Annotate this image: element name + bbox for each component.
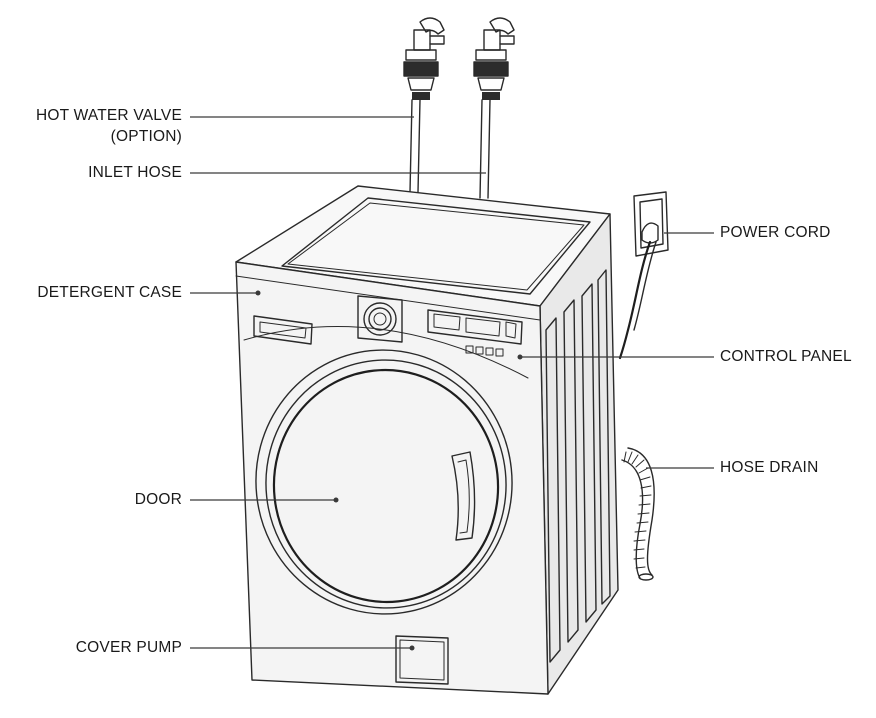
water-faucets [403,17,515,199]
label-door: DOOR [134,491,182,508]
pump-cover [395,635,449,685]
display-panel [427,309,523,357]
cold-water-faucet [473,17,515,100]
control-buttons [465,345,504,357]
label-control-panel: CONTROL PANEL [720,348,852,365]
label-cover-pump: COVER PUMP [75,639,182,656]
hot-water-faucet [403,17,445,100]
door [255,349,513,615]
power-outlet [618,191,669,360]
detergent-drawer [253,315,313,345]
drain-hose [621,447,655,581]
program-knob [357,295,403,343]
label-hot-water-valve-line2: (OPTION) [110,128,182,145]
label-power-cord: POWER CORD [720,224,831,241]
label-hot-water-valve-line1: HOT WATER VALVE [36,107,182,124]
leader-lines [190,116,714,651]
label-hose-drain: HOSE DRAIN [720,459,819,476]
washing-machine [235,185,619,695]
label-detergent-case: DETERGENT CASE [37,284,182,301]
label-hot-water-valve: HOT WATER VALVE (OPTION) [0,107,182,146]
label-inlet-hose: INLET HOSE [88,164,182,181]
